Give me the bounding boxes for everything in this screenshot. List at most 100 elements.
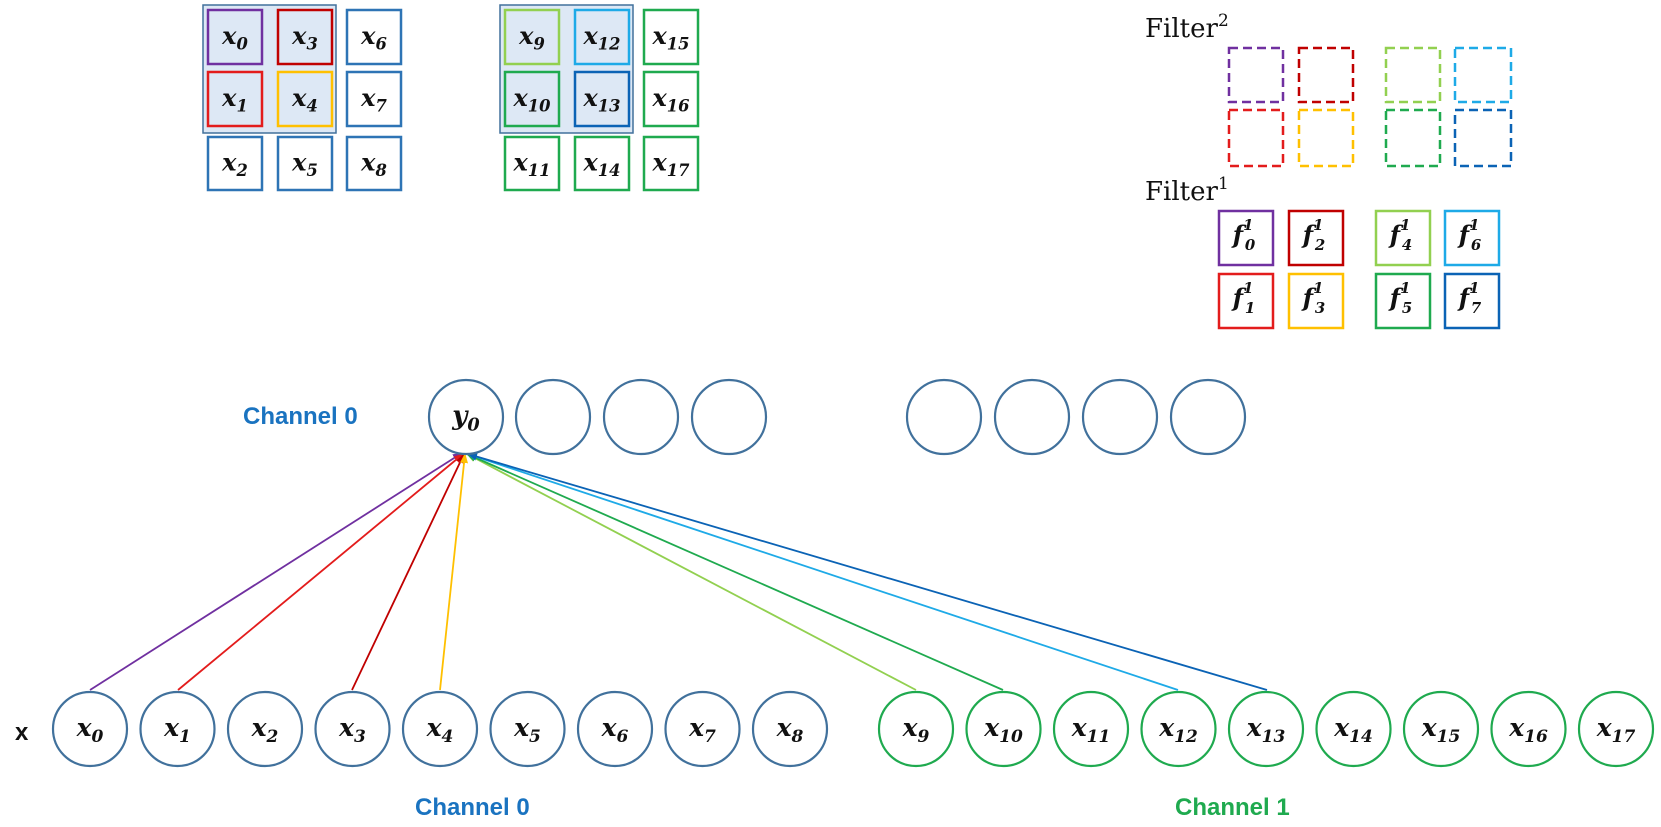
grid-cell-label: x17 [651, 147, 690, 180]
output-node [514, 378, 592, 456]
grid-cell: x6 [345, 8, 403, 66]
filter-2-cell [1297, 46, 1355, 104]
grid-cell-label: x8 [360, 147, 387, 180]
grid-cell-label: x2 [221, 147, 248, 180]
filter-2-cell [1227, 46, 1285, 104]
filter-2-cell [1227, 108, 1285, 168]
grid-cell: x15 [642, 8, 700, 66]
grid-cell-label: x7 [360, 83, 387, 116]
input-node-label: x17 [1596, 713, 1636, 747]
grid-cell: x4 [276, 70, 334, 128]
grid-cell: x9 [503, 8, 561, 66]
input-node: x8 [751, 690, 829, 768]
input-node-label: x10 [983, 713, 1023, 747]
arrow-x13-to-y0 [467, 452, 1268, 691]
grid-cell: x17 [642, 135, 700, 192]
grid-cell: x13 [573, 70, 631, 128]
output-channel-label: Channel 0 [243, 403, 358, 430]
arrow-x10-to-y0 [466, 453, 1004, 691]
arrow-x0-to-y0 [89, 452, 463, 691]
input-node: x16 [1490, 690, 1567, 768]
connection-arrows [89, 452, 1268, 691]
grid-cell-label: x1 [221, 83, 248, 116]
grid-cell-label: x12 [582, 21, 620, 54]
grid-cell: x8 [345, 135, 403, 192]
input-node: x2 [226, 690, 304, 768]
filter-2-label: Filter2 [1145, 11, 1229, 44]
input-node-label: x12 [1158, 713, 1198, 747]
input-node: x11 [1052, 690, 1130, 768]
output-layer: Channel 0 y0 [243, 378, 1247, 456]
filter-1-label: Filter1 [1145, 174, 1229, 207]
input-node-label: x5 [513, 713, 541, 747]
input-node-label: x0 [76, 713, 104, 747]
input-node-label: x13 [1246, 713, 1286, 747]
grid-cell: x5 [276, 135, 334, 192]
grid-cell-label: x4 [291, 83, 318, 116]
output-node [690, 378, 768, 456]
input-node: x7 [664, 690, 741, 768]
filter-2-cell [1384, 46, 1442, 104]
grid-cell: x14 [573, 135, 631, 192]
input-node-label: x2 [251, 713, 279, 747]
grid-cell: x7 [345, 70, 403, 128]
grid-cell-label: x6 [360, 21, 387, 54]
arrow-x3-to-y0 [351, 453, 465, 691]
bottom-channel-0-label: Channel 0 [415, 794, 530, 821]
grid-cell: x16 [642, 70, 700, 128]
arrow-x9-to-y0 [466, 453, 917, 691]
input-node: x5 [489, 690, 566, 768]
output-node [1081, 378, 1159, 456]
output-node [905, 378, 983, 456]
grid-cell-label: x10 [512, 83, 551, 116]
output-node [602, 378, 680, 456]
input-node-label: x14 [1333, 713, 1373, 747]
input-node-label: x11 [1071, 713, 1111, 747]
output-node: y0 [427, 378, 505, 456]
grid-cell: x1 [206, 70, 264, 128]
arrow-x1-to-y0 [177, 453, 464, 691]
filter-2-cell [1384, 108, 1442, 168]
grid-cell: x12 [573, 8, 631, 66]
input-node: x6 [576, 690, 654, 768]
grid-cell-label: x14 [582, 147, 620, 180]
grid-cell: x0 [206, 8, 264, 66]
input-node: x9 [877, 690, 955, 768]
output-node [1169, 378, 1247, 456]
filter-2-cell [1453, 46, 1513, 104]
grid-cell: x3 [276, 8, 334, 66]
input-grid-channel-0: x0 x3 x6 x1 x4 x7 x2 x5 x8 [202, 4, 403, 192]
grid-cell-label: x11 [512, 147, 550, 180]
grid-cell-label: x5 [291, 147, 318, 180]
input-node: x1 [139, 690, 216, 768]
x-row-label: x [15, 719, 29, 746]
input-node: x12 [1140, 690, 1217, 768]
grid-cell-label: x3 [291, 21, 318, 54]
grid-cell: x11 [503, 135, 561, 192]
input-node: x15 [1402, 690, 1480, 768]
grid-cell-label: x9 [518, 21, 545, 54]
arrow-x4-to-y0 [439, 453, 469, 691]
grid-cell: x2 [206, 135, 264, 192]
input-node-label: x9 [902, 713, 930, 747]
input-node-label: x1 [163, 713, 191, 747]
input-node-label: x3 [338, 713, 366, 747]
input-node-label: x4 [426, 713, 454, 747]
